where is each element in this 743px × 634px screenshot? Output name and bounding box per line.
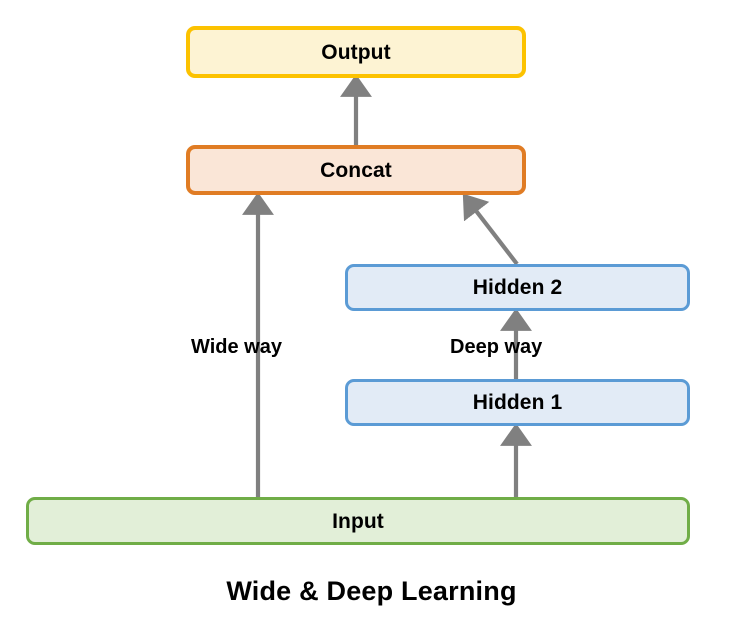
edge-label-wide-way: Wide way — [191, 336, 282, 358]
node-hidden-2[interactable]: Hidden 2 — [345, 264, 690, 311]
node-hidden-2-label: Hidden 2 — [472, 276, 563, 299]
node-concat[interactable]: Concat — [186, 145, 526, 195]
arrow-hidden2-to-concat — [462, 193, 519, 266]
edge-label-deep-way: Deep way — [450, 336, 543, 358]
node-input[interactable]: Input — [26, 497, 690, 545]
node-output-label: Output — [321, 40, 391, 64]
node-hidden-1-label: Hidden 1 — [472, 391, 563, 414]
diagram-caption: Wide & Deep Learning — [226, 576, 517, 606]
node-output[interactable]: Output — [186, 26, 526, 78]
node-input-label: Input — [332, 509, 384, 533]
node-concat-label: Concat — [320, 158, 392, 182]
node-hidden-1[interactable]: Hidden 1 — [345, 379, 690, 426]
